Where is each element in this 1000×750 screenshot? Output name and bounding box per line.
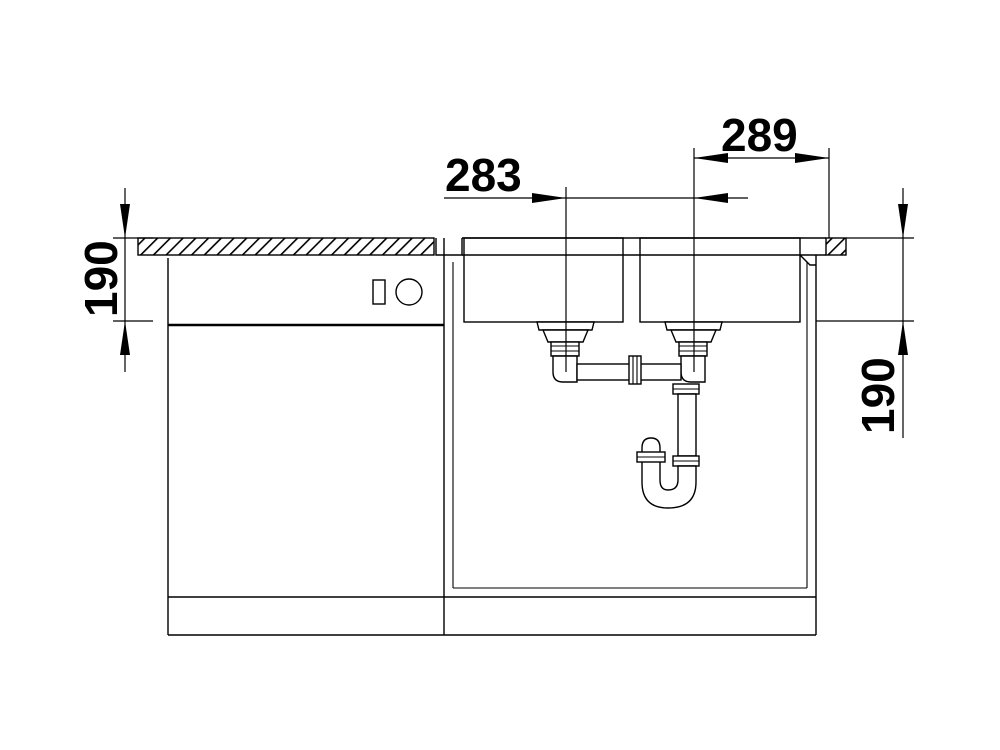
dimension-283-label: 283 — [445, 149, 522, 201]
sink-cabinet — [435, 238, 817, 636]
right-waste-outlet — [664, 321, 723, 383]
dimension-left-190-label: 190 — [75, 240, 127, 317]
sink-rim — [462, 237, 826, 266]
dimension-289: 289 — [694, 109, 829, 163]
right-bowl — [639, 237, 801, 323]
dimension-289-label: 289 — [721, 109, 798, 161]
left-bowl — [463, 237, 640, 323]
dishwasher-display-icon — [372, 279, 386, 305]
dishwasher-cabinet — [167, 238, 445, 636]
bowl-centre-lines — [565, 148, 830, 372]
connecting-pipe — [576, 355, 682, 385]
dishwasher-knob-icon — [395, 278, 423, 306]
dimension-283: 283 — [444, 149, 748, 203]
siphon-trap — [636, 383, 700, 509]
dimension-right-190: 190 — [816, 188, 914, 438]
dimension-left-190: 190 — [75, 188, 153, 372]
dimension-right-190-label: 190 — [852, 357, 904, 434]
worktop-left — [137, 237, 435, 256]
left-waste-outlet — [536, 321, 595, 383]
worktop-right — [825, 237, 847, 256]
